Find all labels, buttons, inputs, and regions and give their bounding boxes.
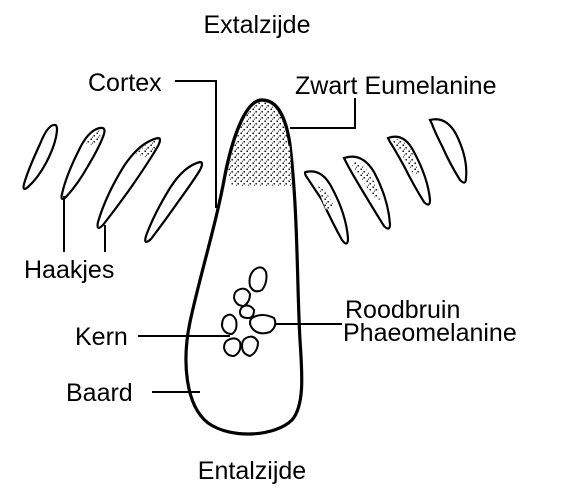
hook-right-4 [430,119,466,182]
hook-right-2 [344,157,390,229]
barb-label: Baard [66,379,133,407]
extal-side-label: Extalzijde [204,11,311,39]
hooks-label: Haakjes [24,256,114,284]
granule-3 [240,306,254,319]
hook-left-1 [24,125,58,189]
nucleus-label: Kern [75,323,128,351]
hook-right-3 [388,137,430,205]
granule-4 [222,315,237,334]
eumelanin-label: Zwart Eumelanine [295,72,496,100]
eumelanin-leader [290,98,355,128]
hooks-right [305,119,466,243]
ental-side-label: Entalzijde [198,457,306,485]
phaeomelanin-label-line2: Phaeomelanine [343,319,517,347]
granule-5 [250,315,275,333]
granule-6 [224,338,240,356]
hooks-left [24,125,203,242]
hook-left-4 [145,162,202,242]
granule-2 [234,289,250,306]
granule-1 [250,267,267,291]
cortex-label: Cortex [88,69,162,97]
